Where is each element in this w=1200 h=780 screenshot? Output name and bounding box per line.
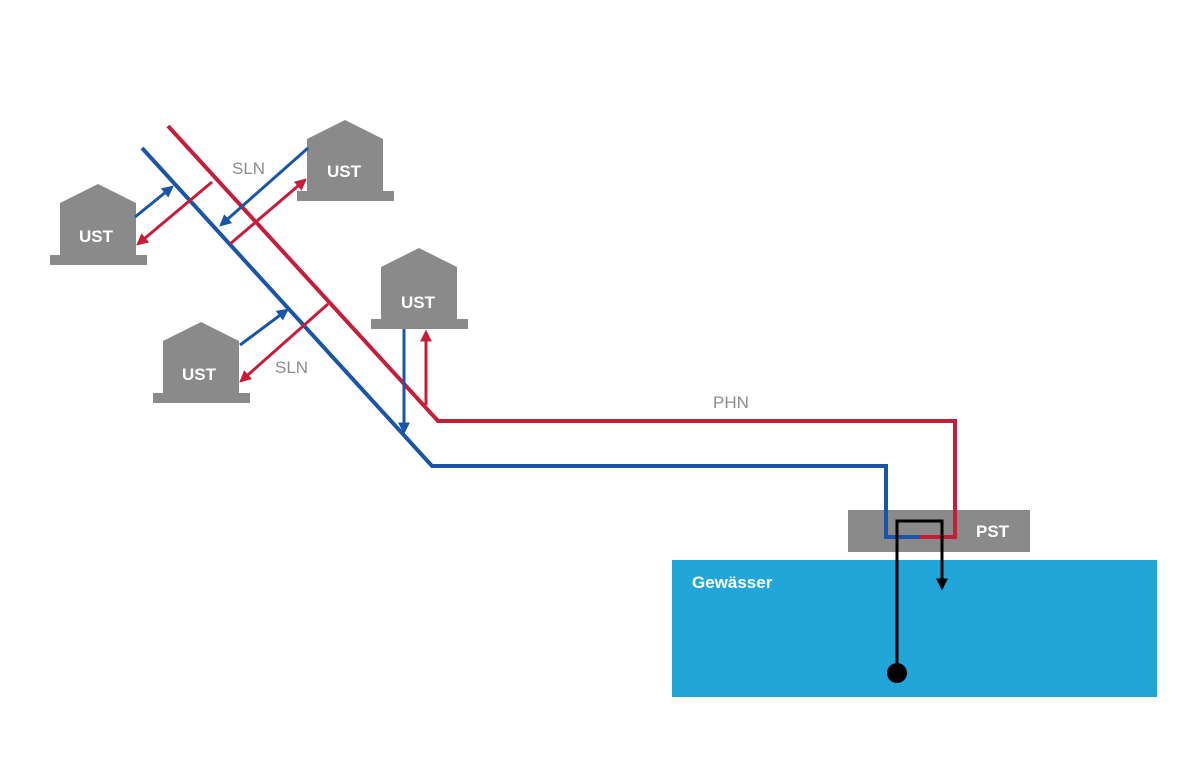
water-body bbox=[672, 560, 1157, 697]
substation-label: UST bbox=[182, 365, 217, 384]
intake-point bbox=[887, 663, 907, 683]
substation-label: UST bbox=[327, 162, 362, 181]
intake-pipe bbox=[895, 519, 948, 672]
sln-3-supply bbox=[239, 302, 329, 383]
pump-station-label: PST bbox=[976, 522, 1010, 541]
sln-3-return bbox=[239, 308, 289, 347]
primary-supply-line bbox=[166, 124, 957, 539]
primary-network-label: PHN bbox=[713, 393, 749, 412]
substation-1: UST bbox=[50, 184, 147, 265]
water-body-label: Gewässer bbox=[692, 573, 773, 592]
sln-2-supply bbox=[229, 178, 307, 246]
substation-3: UST bbox=[153, 322, 250, 403]
sln-1-supply bbox=[136, 180, 213, 246]
pump-station bbox=[848, 510, 1030, 552]
sln-2-return bbox=[219, 146, 309, 227]
substation-2: UST bbox=[297, 120, 394, 201]
substation-label: UST bbox=[79, 227, 114, 246]
sln-1-return bbox=[134, 185, 174, 219]
primary-return-line bbox=[140, 146, 920, 539]
substation-4: UST bbox=[371, 248, 468, 329]
substation-label: UST bbox=[401, 293, 436, 312]
secondary-network-label-bottom: SLN bbox=[275, 358, 308, 377]
secondary-network-label-top: SLN bbox=[232, 159, 265, 178]
